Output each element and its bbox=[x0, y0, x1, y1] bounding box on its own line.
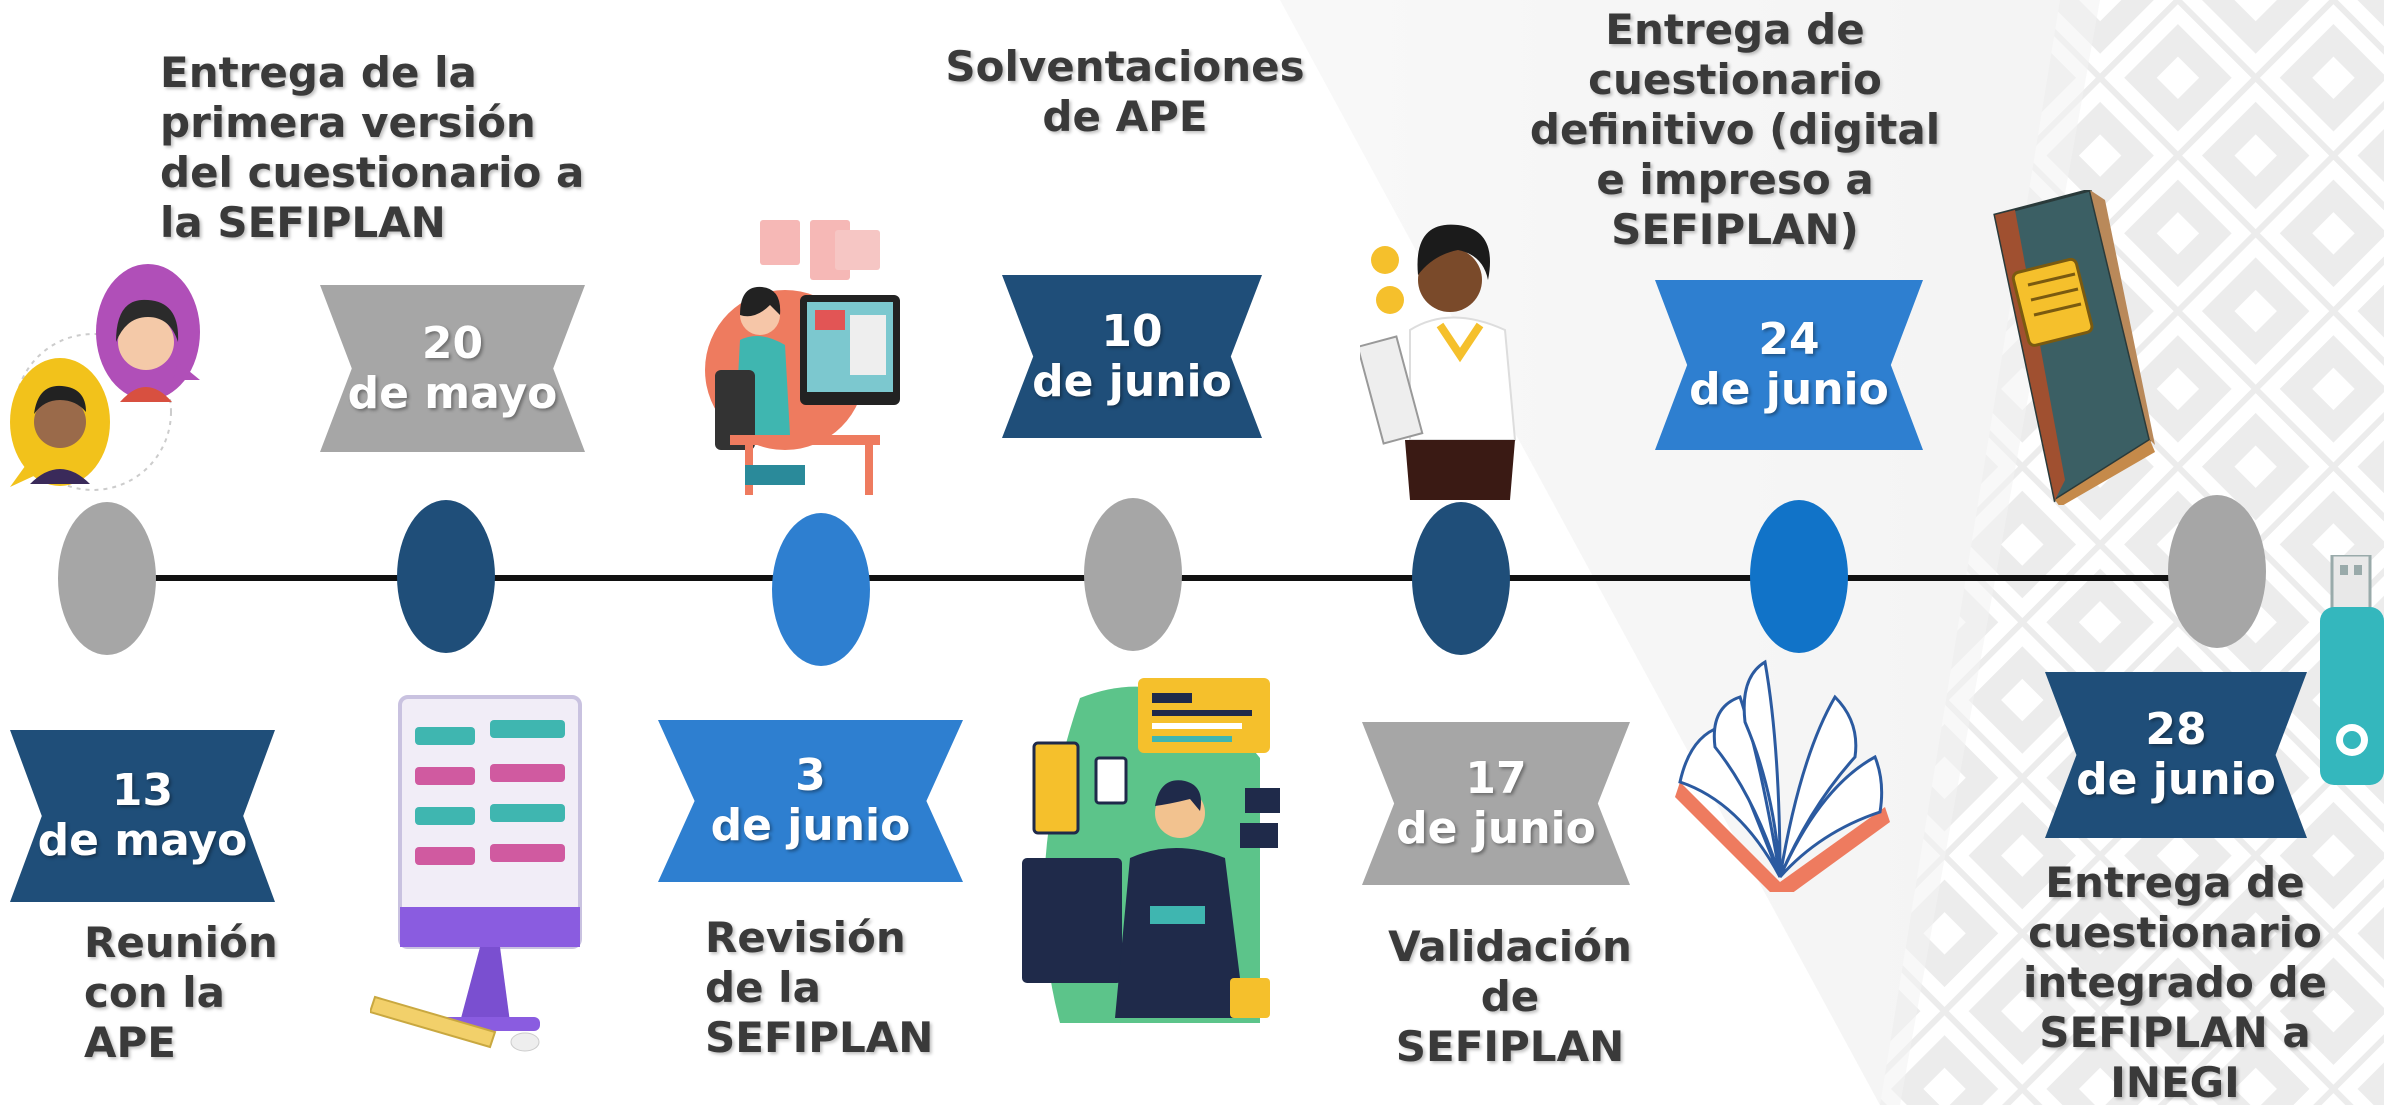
timeline-line bbox=[100, 575, 2265, 581]
closed-book-icon bbox=[1993, 190, 2155, 505]
date-month: de mayo bbox=[37, 815, 248, 866]
date-day: 13 bbox=[111, 765, 174, 816]
date-day: 28 bbox=[2145, 704, 2207, 755]
milestone-label-6: Entrega de cuestionario definitivo (digi… bbox=[1529, 5, 1941, 254]
open-book-icon bbox=[1675, 659, 1890, 892]
date-day: 20 bbox=[421, 317, 484, 369]
timeline-node-5 bbox=[1412, 502, 1510, 655]
usb-drive-icon bbox=[2320, 555, 2384, 785]
milestone-label-5: Validación de SEFIPLAN bbox=[1388, 922, 1632, 1071]
timeline-node-7 bbox=[2168, 495, 2266, 648]
timeline-node-3 bbox=[772, 513, 870, 666]
timeline-node-2 bbox=[397, 500, 495, 653]
milestone-label-4: Solventaciones de APE bbox=[945, 42, 1305, 141]
milestone-label-1: Reunión con la APE bbox=[84, 918, 278, 1067]
desktop-computer-icon bbox=[370, 695, 582, 1052]
date-month: de junio bbox=[1396, 802, 1596, 854]
timeline-node-1 bbox=[58, 502, 156, 655]
date-month: de mayo bbox=[347, 367, 558, 419]
date-month: de junio bbox=[1689, 364, 1889, 415]
date-day: 17 bbox=[1465, 752, 1527, 804]
date-month: de junio bbox=[1032, 355, 1232, 407]
date-month: de junio bbox=[2076, 754, 2276, 805]
date-month: de junio bbox=[710, 800, 911, 851]
date-day: 24 bbox=[1758, 314, 1820, 365]
accountant-icon bbox=[1022, 678, 1280, 1023]
person-at-computer-icon bbox=[705, 220, 900, 495]
date-day: 10 bbox=[1101, 305, 1163, 357]
chat-people-icon bbox=[10, 264, 200, 491]
milestone-label-7: Entrega de cuestionario integrado de SEF… bbox=[2022, 858, 2328, 1107]
woman-with-documents-icon bbox=[1360, 224, 1517, 500]
milestone-label-3: Revisión de la SEFIPLAN bbox=[705, 913, 934, 1062]
timeline-node-4 bbox=[1084, 498, 1182, 651]
timeline-node-6 bbox=[1750, 500, 1848, 653]
milestone-label-2: Entrega de la primera versión del cuesti… bbox=[160, 48, 585, 247]
date-day: 3 bbox=[795, 750, 826, 801]
